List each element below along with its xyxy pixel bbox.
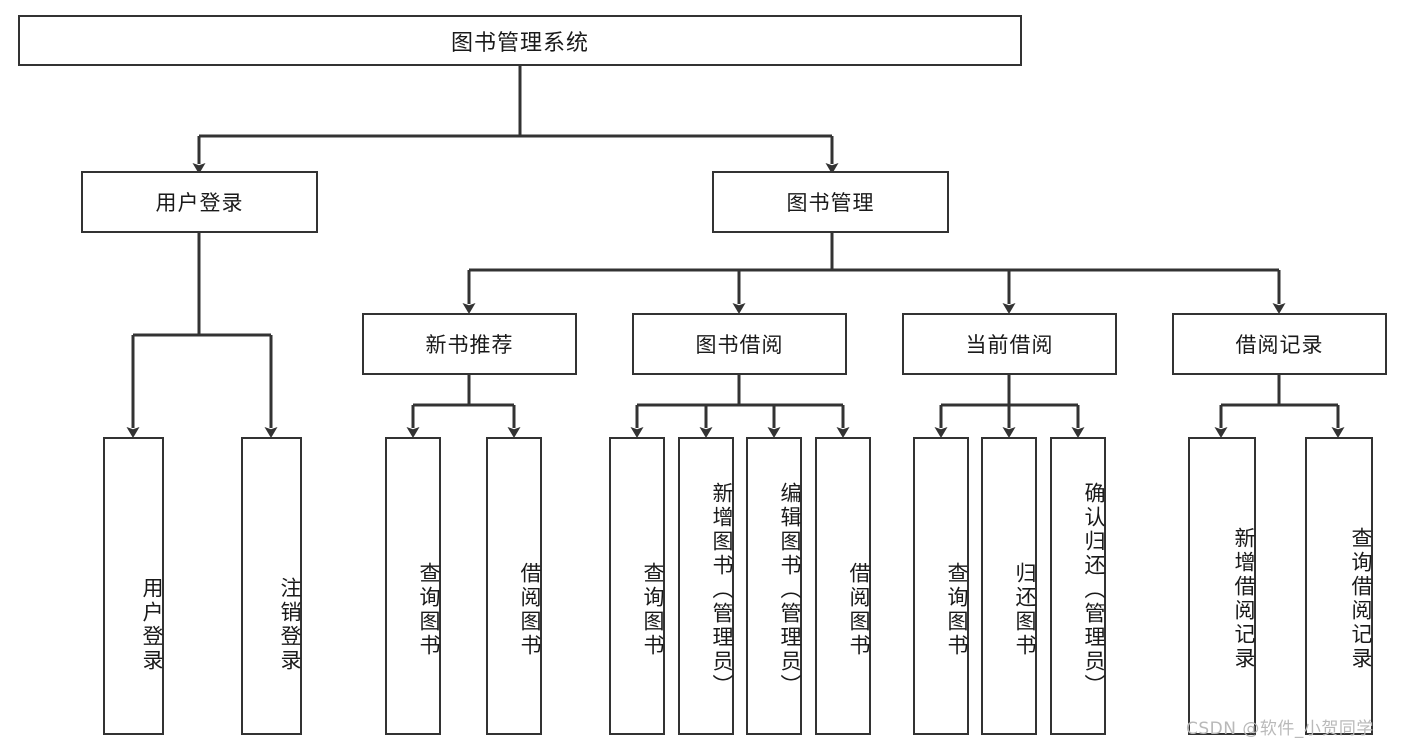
node-user-login[interactable]: 用户登录 <box>81 171 318 233</box>
leaf-borrow-book-1[interactable]: 借阅图书 <box>486 437 542 735</box>
node-borrow-record[interactable]: 借阅记录 <box>1172 313 1387 375</box>
leaf-borrow-book-2[interactable]: 借阅图书 <box>815 437 871 735</box>
leaf-add-book[interactable]: 新增图书（管理员） <box>678 437 734 735</box>
leaf-query-borrow-record[interactable]: 查询借阅记录 <box>1305 437 1373 735</box>
leaf-add-borrow-record[interactable]: 新增借阅记录 <box>1188 437 1256 735</box>
leaf-query-book-3[interactable]: 查询图书 <box>913 437 969 735</box>
node-current-borrow[interactable]: 当前借阅 <box>902 313 1117 375</box>
leaf-user-login[interactable]: 用户登录 <box>103 437 164 735</box>
node-book-borrow[interactable]: 图书借阅 <box>632 313 847 375</box>
node-root[interactable]: 图书管理系统 <box>18 15 1022 66</box>
leaf-return-book[interactable]: 归还图书 <box>981 437 1037 735</box>
leaf-edit-book[interactable]: 编辑图书（管理员） <box>746 437 802 735</box>
leaf-confirm-return[interactable]: 确认归还（管理员） <box>1050 437 1106 735</box>
leaf-logout[interactable]: 注销登录 <box>241 437 302 735</box>
node-book-manage[interactable]: 图书管理 <box>712 171 949 233</box>
leaf-query-book-2[interactable]: 查询图书 <box>609 437 665 735</box>
node-new-book-recommend[interactable]: 新书推荐 <box>362 313 577 375</box>
csdn-watermark: CSDN @软件_小贺同学 <box>1186 719 1374 739</box>
leaf-query-book-1[interactable]: 查询图书 <box>385 437 441 735</box>
